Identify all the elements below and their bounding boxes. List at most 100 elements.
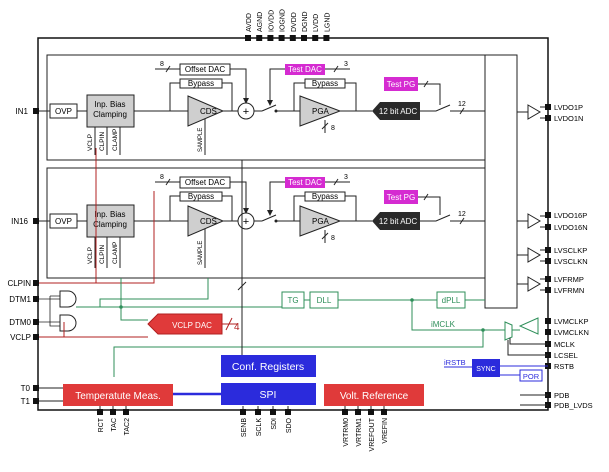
right-pin [545,212,551,218]
test-dac-label: Test DAC [288,178,322,187]
bypass-1-label: Bypass [188,192,214,201]
vclp-label: VCLP [87,247,94,264]
adc-out-slash [459,107,465,115]
imclk-wire [113,300,505,377]
test-dac-label: Test DAC [288,65,322,74]
right-pin [545,104,551,110]
sync-box [472,359,500,377]
vclp-label: VCLP [87,134,94,151]
inp-bias-box [86,204,135,238]
test-pg-label: Test PG [387,193,415,202]
right-pin [545,287,551,293]
clpin-label: CLPIN [99,245,106,264]
test-switch [261,104,300,112]
top-pin [312,35,319,41]
pga-amp [299,205,342,237]
top-pin-label: LGND [324,13,331,32]
inp-bias-label-2: Clamping [93,110,127,119]
sample-label: SAMPLE [198,241,204,265]
bottom-pin-label: VRTRM0 [343,418,350,447]
pin-clpin [33,280,39,286]
lvds-driver-icon [517,104,545,120]
switch-node [274,219,278,223]
adc-out-bits: 12 [458,211,466,218]
offset-dac-bits: 8 [160,61,164,68]
top-pin-label: IOGND [280,9,287,32]
offset-dac-slash [165,65,171,73]
pin-dtm1-group: DTM1 [9,295,39,304]
test-dac-bits: 3 [344,174,348,181]
adc-label: 12 bit ADC [379,107,417,116]
config-bus-slash [237,281,247,291]
bottom-pin [355,409,361,415]
pga-gain-bits: 8 [331,125,335,132]
pin-clpin-group: CLPIN [7,279,39,288]
bottom-pin-label: SCLK [256,418,263,437]
ovp-label: OVP [55,217,72,226]
inp-bias-label-1: Inp. Bias [94,100,125,109]
output-switch [420,214,485,222]
right-pin-label: LVDO16N [554,223,588,232]
dtm-wires [39,295,60,327]
pin-t0-group: T0 [21,384,39,393]
imclk-label: iMCLK [431,320,456,329]
output-switch [420,104,485,112]
top-pin [245,35,251,41]
and-gate-2 [59,314,77,332]
switch-node [274,109,278,113]
right-pin-label: LVFRMP [554,275,584,284]
pin-vclp [33,334,39,340]
test-pg-label: Test PG [387,80,415,89]
bottom-pin [285,409,291,415]
bottom-pin [110,409,116,415]
bottom-pin-label: SDI [271,418,278,430]
pga-amp [299,95,342,127]
bottom-pin [270,409,276,415]
cds-amp [187,95,225,127]
adc-label: 12 bit ADC [379,217,417,226]
bypass-2-wire [293,195,357,221]
pin-dtm0-group: DTM0 [9,318,39,327]
right-pin [545,224,551,230]
pga-label: PGA [312,107,330,116]
pin-clpin-label: CLPIN [7,279,31,288]
offset-dac-out [230,181,249,214]
top-pin-label: AGND [257,12,264,32]
top-pin-label: DGND [302,11,309,32]
test-pg-box [384,190,418,204]
pin-in1 [33,108,39,114]
right-pin-label: LVSCLKN [554,257,588,266]
bottom-pin-label: SDO [286,417,293,433]
clpin-wire-1 [95,148,155,283]
top-pin [301,35,307,41]
sample-wire [99,278,209,307]
pin-dtm0-label: DTM0 [9,318,31,327]
bypass-2-label: Bypass [312,192,338,201]
right-pin-label: LVMCLKN [554,328,589,337]
clamp-label: CLAMP [112,242,119,264]
pin-in16-group: IN16 [11,217,39,226]
dpll-label: dPLL [442,296,461,305]
cds-amp [187,205,225,237]
right-pin-label: LVDO16P [554,211,587,220]
right-pin [545,329,551,335]
top-pin-label: LVDD [313,14,320,32]
bottom-pin-label: SENB [241,418,248,437]
temp-meas-box [63,384,173,406]
pin-t1 [33,398,39,404]
pin-in16-label: IN16 [11,217,28,226]
pga-label: PGA [312,217,330,226]
bottom-pin-label: RCT [98,417,105,432]
lvmclk-buffer [518,317,539,335]
t-pin-wires [39,387,63,402]
bottom-pin-label: VREFOUT [369,417,376,451]
pin-in1-group: IN1 [16,107,39,116]
vclp-dac-label: VCLP DAC [172,321,212,330]
test-pg-out [432,196,441,215]
lvds-driver-icon [517,276,545,292]
right-pin [545,258,551,264]
pin-t0 [33,385,39,391]
pin-t1-label: T1 [21,397,31,406]
